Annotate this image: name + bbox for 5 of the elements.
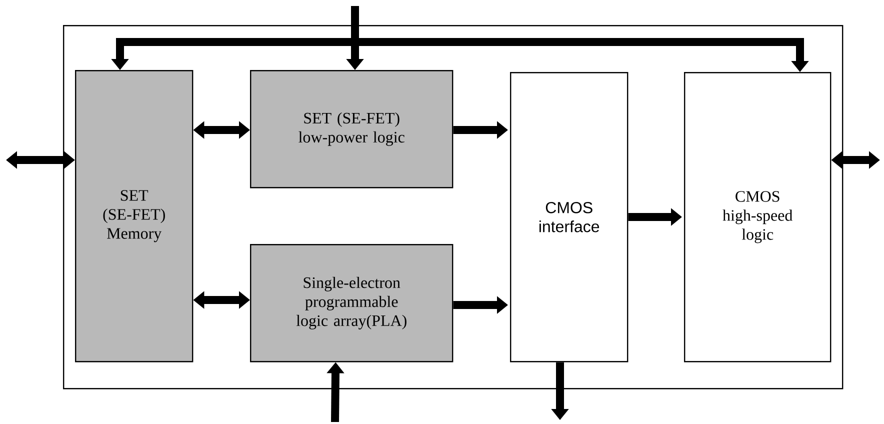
block-box: CMOS interface (510, 72, 628, 362)
block-box: Single-electron programmable logic array(PLA) (250, 244, 454, 362)
block-box: SET (SE-FET) Memory (75, 70, 194, 362)
block-box: CMOS high-speed logic (684, 72, 832, 362)
block-box: SET (SE-FET) low-power logic (250, 70, 454, 188)
